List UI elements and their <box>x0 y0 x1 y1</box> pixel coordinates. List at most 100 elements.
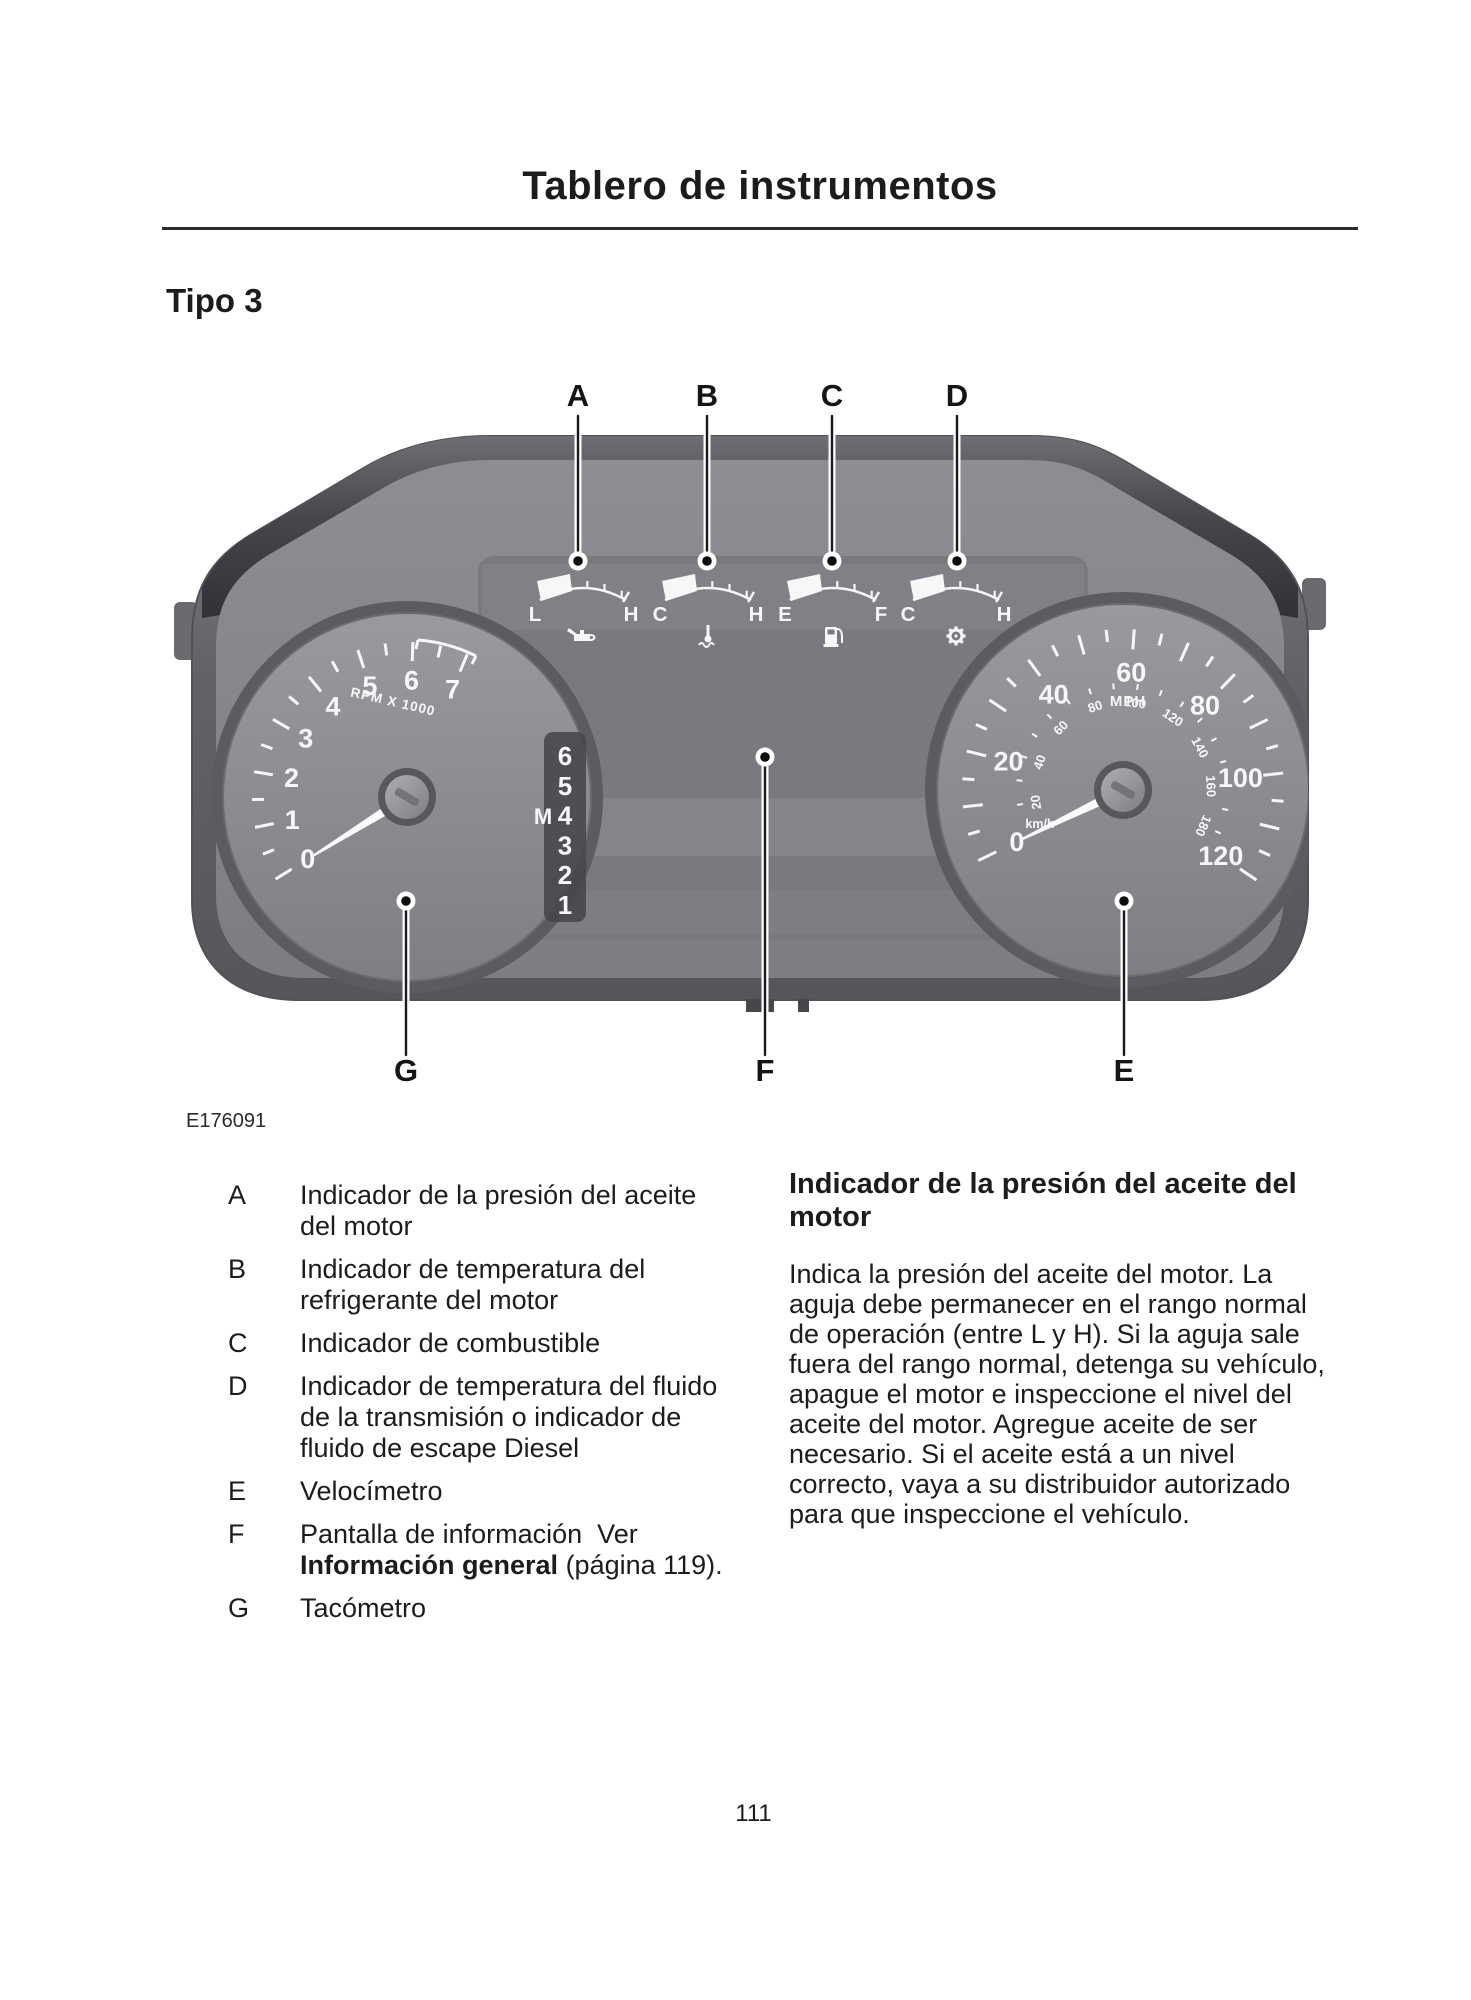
speedo-tick <box>1242 694 1255 704</box>
legend-key: C <box>228 1328 248 1358</box>
tach-number: 7 <box>445 674 460 704</box>
speedo-tick <box>977 850 997 862</box>
speedo-kmh-tick <box>1046 713 1053 720</box>
callout-dots <box>396 551 1134 911</box>
speedo-kmh-tick <box>1210 737 1218 742</box>
gear-digit: 2 <box>558 860 572 890</box>
legend-item: A Indicador de la presión del aceite del… <box>228 1180 733 1242</box>
legend-key: F <box>228 1519 245 1549</box>
speedo-tick <box>1104 629 1109 642</box>
mini-gauge-left-letter: C <box>653 603 668 626</box>
speedo-tick <box>1239 867 1258 882</box>
tach-tick <box>288 695 300 706</box>
cluster-bottom-nub <box>798 999 809 1012</box>
mini-gauge-end-tick <box>871 591 881 603</box>
speedo-mph-number: 40 <box>1039 680 1069 710</box>
speedo-kmh-tick <box>1065 698 1071 705</box>
tach-tick <box>260 743 273 751</box>
gear-digit: 4 <box>558 801 573 831</box>
speedo-kmh-number: 160 <box>1203 775 1219 797</box>
legend-text: Velocímetro <box>300 1476 443 1506</box>
tach-tick <box>436 645 443 658</box>
tach-number: 4 <box>326 692 341 722</box>
transmission-temp-icon <box>962 634 966 638</box>
tach-tick <box>356 649 366 669</box>
speedo-tick <box>1263 771 1284 777</box>
tach-number: 5 <box>362 671 377 701</box>
mini-gauge-right-letter: H <box>749 603 764 626</box>
tach-number: 6 <box>404 665 419 695</box>
speedometer-mph-label: MPH <box>1110 693 1146 710</box>
tach-tick <box>262 848 275 856</box>
gear-digit: 6 <box>558 741 572 771</box>
mini-gauge-left-letter: C <box>901 603 916 626</box>
tach-tick <box>272 717 291 731</box>
gear-digit: 3 <box>558 830 572 860</box>
speedo-tick <box>1205 655 1215 668</box>
speedo-tick <box>1219 673 1236 690</box>
callout-label-g: G <box>394 1053 418 1088</box>
mini-gauge-end-tick <box>621 591 631 603</box>
legend-text: Indicador de temperatura del refrigerant… <box>300 1254 653 1315</box>
speedo-tick <box>1157 633 1164 646</box>
speedo-mph-number: 100 <box>1218 763 1263 793</box>
display-top-band <box>482 564 1084 630</box>
gear-digit: 1 <box>558 890 572 920</box>
article-section: Indicador de la presión del aceite del m… <box>789 1168 1341 1529</box>
callout-label-d: D <box>946 378 968 413</box>
legend-key: G <box>228 1593 250 1623</box>
transmission-temp-icon <box>946 626 966 646</box>
callout-label-c: C <box>821 378 843 413</box>
speedo-kmh-number: 80 <box>1086 697 1104 716</box>
mini-gauge-end-tick <box>746 591 756 603</box>
speedo-kmh-number: 100 <box>1123 694 1147 712</box>
fuel-icon <box>823 627 843 647</box>
legend-list: A Indicador de la presión del aceite del… <box>228 1180 733 1636</box>
coolant-temp-icon <box>698 642 715 648</box>
transmission-temp-icon <box>954 626 958 630</box>
speedo-mph-number: 80 <box>1190 690 1220 720</box>
mini-gauge-right-letter: F <box>875 603 888 626</box>
callout-label-a: A <box>567 378 589 413</box>
tachometer-needle <box>313 804 393 857</box>
speedo-tick <box>1249 718 1269 730</box>
speedometer-needle <box>1021 795 1107 841</box>
speedo-kmh-tick <box>1112 683 1115 690</box>
gear-manual-prefix: M <box>534 804 552 829</box>
callout-label-b: B <box>696 378 718 413</box>
mini-gauge-right-letter: H <box>997 603 1012 626</box>
mini-gauge-left-letter: L <box>529 603 542 626</box>
tach-tick <box>458 653 469 673</box>
oil-pressure-icon <box>589 634 596 641</box>
tach-number: 2 <box>284 763 299 793</box>
speedo-kmh-tick <box>1158 689 1163 697</box>
callout-lines <box>402 414 1128 1057</box>
coolant-temp-icon <box>706 625 710 637</box>
legend-text: Pantalla de información Ver Información … <box>300 1519 723 1580</box>
speedo-mph-number: 20 <box>993 747 1023 777</box>
speedo-kmh-tick <box>1179 701 1185 708</box>
legend-key: A <box>228 1180 247 1210</box>
tach-number: 0 <box>300 844 315 874</box>
legend-text: Tacómetro <box>300 1593 427 1623</box>
legend-key: B <box>228 1254 247 1284</box>
speedo-kmh-number: 40 <box>1030 753 1049 771</box>
legend-key: E <box>228 1476 247 1506</box>
transmission-temp-icon <box>954 642 958 646</box>
speedo-kmh-tick <box>1016 779 1023 782</box>
speedo-kmh-tick <box>1021 755 1028 759</box>
callout-label-f: F <box>756 1053 775 1088</box>
legend-item: E Velocímetro <box>228 1476 733 1507</box>
mini-gauge-needle <box>910 574 945 601</box>
transmission-temp-icon <box>954 634 958 638</box>
speedo-kmh-tick <box>1197 717 1203 723</box>
legend-item: F Pantalla de información Ver Informació… <box>228 1519 733 1581</box>
oil-pressure-icon <box>580 630 584 634</box>
speedo-tick <box>1006 677 1017 688</box>
legend-item: G Tacómetro <box>228 1593 733 1624</box>
tach-tick <box>410 642 415 662</box>
